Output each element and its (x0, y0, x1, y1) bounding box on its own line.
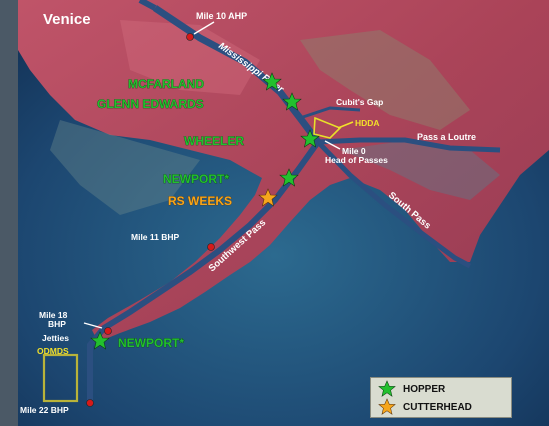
hdda-outline (313, 116, 342, 139)
dredge-label-newport-upper: NEWPORT* (163, 172, 229, 186)
hdda-label: HDDA (355, 118, 380, 128)
pass-a-loutre-channel (317, 137, 501, 153)
mile22-marker (86, 399, 94, 407)
south-pass-channel (316, 140, 472, 269)
mile11-marker (207, 243, 215, 251)
head-of-passes-label: Head of Passes (325, 155, 388, 165)
marsh-patch (340, 140, 500, 200)
marsh-patch (50, 120, 200, 215)
odmds-box (42, 353, 79, 403)
legend-label-cutterhead: CUTTERHEAD (403, 401, 472, 413)
jetties-label: Jetties (42, 333, 69, 343)
mile0-arrow (324, 140, 341, 150)
mile18-bhp-label: BHP (48, 319, 66, 329)
dredge-label-newport-lower: NEWPORT* (118, 336, 184, 350)
green-star-icon (378, 380, 396, 397)
map-legend: HOPPER CUTTERHEAD (370, 377, 512, 418)
pass-a-loutre-label: Pass a Loutre (417, 132, 476, 142)
mile10-marker (186, 33, 194, 41)
dredge-label-rs-weeks: RS WEEKS (168, 194, 232, 208)
marsh-patch (120, 20, 260, 95)
mile18-arrow (83, 322, 103, 329)
mile0-label: Mile 0 (342, 146, 366, 156)
dredge-label-mcfarland: MCFARLAND (128, 77, 204, 91)
dredge-label-wheeler: WHEELER (184, 134, 244, 148)
left-photo-strip (0, 0, 18, 426)
mile10-label: Mile 10 AHP (196, 11, 247, 21)
marsh-patch (300, 30, 470, 130)
mile10-arrow (193, 21, 215, 35)
mile22-label: Mile 22 BHP (20, 405, 69, 415)
mile18-label: Mile 18 (39, 310, 68, 320)
hdda-arrow (337, 121, 354, 129)
cubits-gap-channel (299, 106, 361, 120)
dredge-label-glenn-edwards: GLENN EDWARDS (97, 97, 204, 111)
legend-label-hopper: HOPPER (403, 383, 446, 395)
odmds-label: ODMDS (37, 346, 69, 356)
map-title: Venice (43, 11, 91, 28)
mile18-marker (104, 327, 112, 335)
orange-star-icon (378, 398, 396, 415)
cubits-gap-label: Cubit's Gap (336, 97, 383, 107)
legend-item-hopper: HOPPER (377, 380, 445, 398)
upper-river-channel (138, 0, 157, 11)
mississippi-river-channel (153, 5, 321, 145)
mile11-label: Mile 11 BHP (131, 232, 180, 242)
legend-item-cutterhead: CUTTERHEAD (377, 398, 472, 416)
